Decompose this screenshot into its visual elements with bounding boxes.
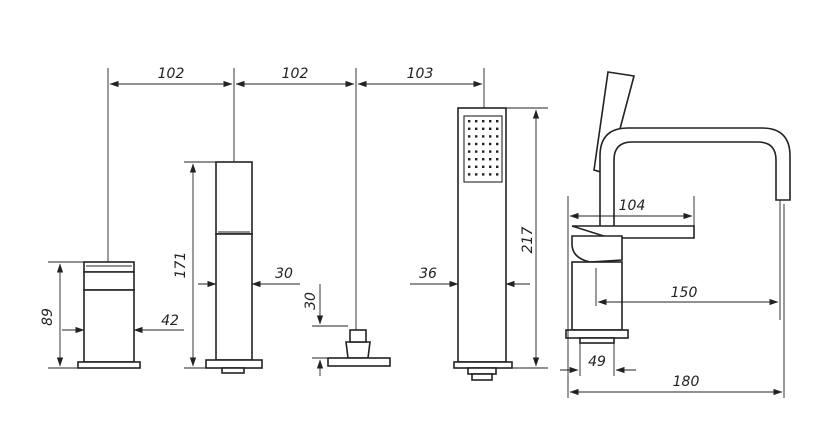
nozzle-dot	[489, 120, 492, 123]
nozzle-dot	[468, 135, 471, 138]
dim-label-89: 89	[40, 308, 56, 326]
diverter-column: 171 30	[173, 161, 300, 374]
dim-label-104: 104	[619, 198, 646, 214]
nozzle-dot	[489, 150, 492, 153]
nozzle-dot	[482, 135, 485, 138]
dim-label-36: 36	[419, 266, 437, 282]
nozzle-dot	[468, 150, 471, 153]
dim-label-180: 180	[673, 374, 700, 390]
nozzle-dot	[489, 127, 492, 130]
spout-side-view: 104 150 49 180	[560, 71, 791, 398]
nozzle-dot	[482, 142, 485, 146]
nozzle-dot	[475, 120, 478, 123]
dim-label-150: 150	[671, 285, 698, 301]
dim-label-102-b: 102	[282, 66, 309, 82]
nozzle-dot	[482, 173, 485, 176]
dim-label-42: 42	[161, 313, 179, 329]
dim-label-103: 103	[407, 66, 434, 82]
nozzle-dot	[496, 173, 499, 176]
hand-shower: 217 36	[410, 107, 548, 381]
nozzle-dot	[489, 135, 492, 138]
nozzle-dot	[496, 165, 499, 168]
dim-label-171: 171	[173, 252, 189, 279]
dim-label-102-a: 102	[158, 66, 185, 82]
nozzle-dot	[468, 142, 471, 146]
dim-label-30-width: 30	[275, 266, 293, 282]
nozzle-dot	[468, 120, 471, 123]
nozzle-dot	[475, 142, 478, 146]
nozzle-dot	[489, 142, 492, 146]
spacing-dimensions: 102 102 103	[107, 66, 485, 330]
nozzle-dot	[489, 173, 492, 176]
nozzle-dot	[468, 158, 471, 161]
nozzle-dot	[475, 173, 478, 176]
nozzle-dot	[475, 150, 478, 153]
nozzle-dot	[489, 165, 492, 168]
nozzle-dot	[489, 158, 492, 161]
nozzle-dot	[475, 135, 478, 138]
nozzle-dot	[496, 158, 499, 161]
nozzle-dot	[496, 135, 499, 138]
nozzle-dot	[468, 127, 471, 130]
nozzle-dot	[482, 165, 485, 168]
nozzle-dot	[468, 173, 471, 176]
nozzle-dot	[475, 127, 478, 130]
nozzle-dot	[496, 150, 499, 153]
shower-nozzle-grid-icon	[468, 120, 499, 176]
nozzle-dot	[482, 120, 485, 123]
nozzle-dot	[475, 165, 478, 168]
dim-label-217: 217	[520, 227, 536, 254]
dim-label-30-height: 30	[303, 292, 319, 310]
nozzle-dot	[475, 158, 478, 161]
mixer-handle: 89 42	[40, 261, 184, 369]
nozzle-dot	[496, 127, 499, 130]
nozzle-dot	[482, 158, 485, 161]
nozzle-dot	[468, 165, 471, 168]
diverter-knob: 30	[303, 284, 391, 376]
nozzle-dot	[482, 127, 485, 130]
dim-label-49: 49	[588, 354, 606, 370]
nozzle-dot	[482, 150, 485, 153]
nozzle-dot	[496, 142, 499, 146]
nozzle-dot	[496, 120, 499, 123]
